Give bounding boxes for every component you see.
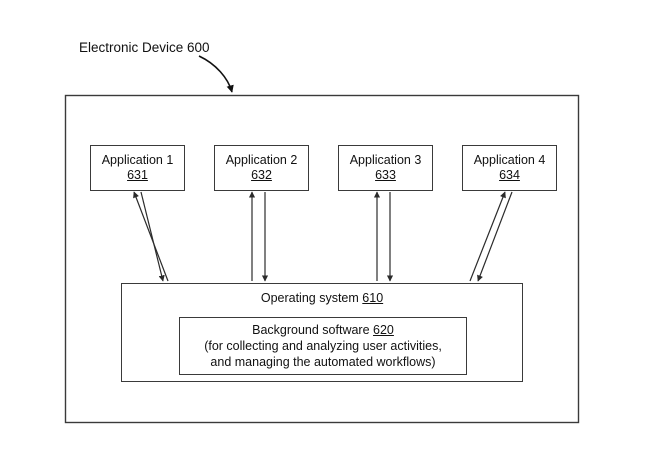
device-label: Electronic Device 600 (79, 40, 210, 55)
background-software-description-line-2: and managing the automated workflows) (210, 355, 436, 369)
application-box-2[interactable]: Application 2 632 (214, 145, 309, 191)
application-3-title: Application 3 (349, 153, 422, 167)
operating-system-title-text: Operating system (260, 291, 359, 305)
application-box-1[interactable]: Application 1 631 (90, 145, 185, 191)
operating-system-title: Operating system 610 (261, 290, 383, 306)
background-software-description-line-1: (for collecting and analyzing user activ… (204, 339, 442, 353)
application-box-3[interactable]: Application 3 633 (338, 145, 433, 191)
application-3-ref: 633 (375, 168, 396, 182)
application-1-title: Application 1 (101, 153, 174, 167)
operating-system-ref: 610 (362, 291, 384, 305)
background-software-box[interactable]: Background software 620 (for collecting … (179, 317, 467, 375)
application-2-title: Application 2 (225, 153, 298, 167)
app1-link-up (133, 191, 169, 282)
background-software-title: Background software 620 (252, 322, 394, 338)
application-4-title: Application 4 (473, 153, 546, 167)
application-4-ref: 634 (499, 168, 520, 182)
device-pointer-arrow (198, 55, 234, 93)
application-2-ref: 632 (251, 168, 272, 182)
application-box-4[interactable]: Application 4 634 (462, 145, 557, 191)
background-software-title-text: Background software (252, 323, 370, 337)
operating-system-box[interactable]: Operating system 610 Background software… (121, 283, 523, 382)
application-1-ref: 631 (127, 168, 148, 182)
device-boundary (64, 94, 580, 424)
background-software-ref: 620 (373, 323, 394, 337)
app4-link-up (469, 191, 506, 282)
app4-link-down (477, 191, 513, 282)
app1-link-down (140, 191, 165, 282)
